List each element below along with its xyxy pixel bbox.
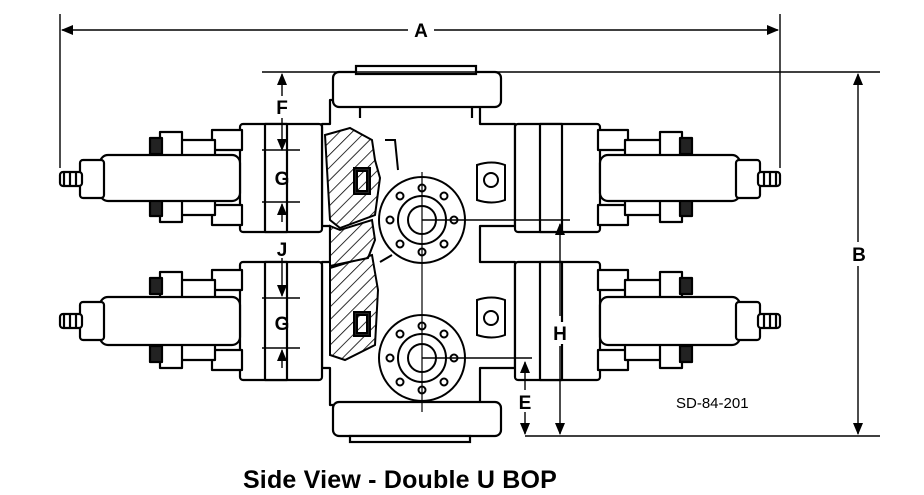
drawing-number: SD-84-201 xyxy=(676,395,749,412)
dimension-label-b: B xyxy=(852,245,866,266)
right-upper-ram-assembly xyxy=(513,122,782,234)
cutaway-section xyxy=(323,126,399,362)
dimension-lines xyxy=(59,14,880,437)
right-lower-ram-assembly xyxy=(513,260,782,382)
dimension-label-j: J xyxy=(277,240,288,261)
dimension-label-a: A xyxy=(414,21,428,42)
bottom-flange xyxy=(331,400,503,444)
left-upper-ram-assembly xyxy=(58,122,324,234)
dimension-label-f: F xyxy=(276,98,288,119)
dimension-label-g-upper: G xyxy=(275,169,290,190)
dimension-label-h: H xyxy=(553,324,567,345)
dimension-label-g-lower: G xyxy=(275,314,290,335)
lifting-eyes xyxy=(476,161,506,339)
figure-caption: Side View - Double U BOP xyxy=(242,466,558,494)
dimension-label-e: E xyxy=(519,393,532,414)
